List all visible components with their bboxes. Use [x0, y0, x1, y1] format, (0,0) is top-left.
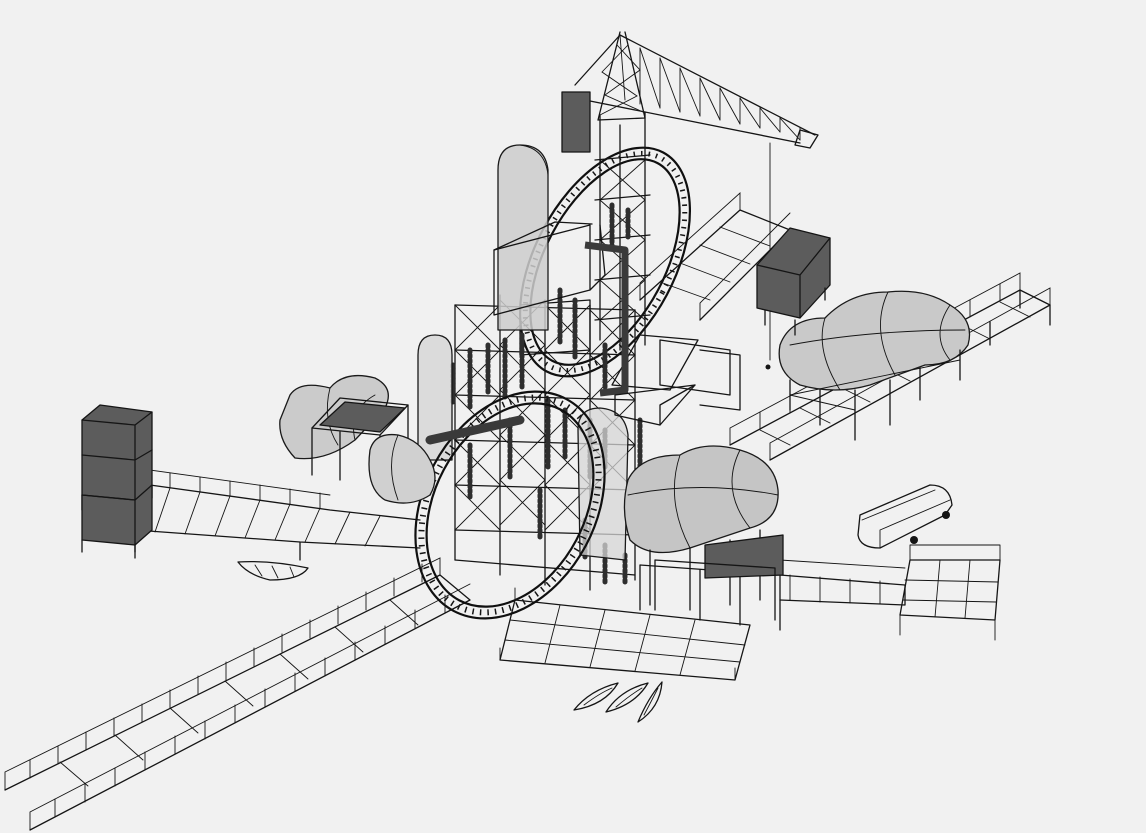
boardwalk-east — [779, 544, 1001, 641]
boardwalk-sw — [4, 557, 471, 831]
helical-ramp-lower — [414, 390, 606, 620]
pipe — [584, 241, 629, 397]
tower-crane — [574, 31, 819, 370]
dark-cabin-crane — [561, 91, 591, 153]
floating-pod — [857, 484, 953, 549]
translucent-capsules — [417, 144, 629, 561]
canoes — [573, 681, 663, 723]
pneumatic-pillow-roof-center — [623, 445, 784, 621]
planter-tray — [614, 384, 696, 426]
ne-deck — [639, 191, 791, 411]
white-box-volume — [493, 221, 606, 316]
dark-cabin-west-stack — [81, 404, 153, 559]
pneumatic-pillow-roof-east — [778, 290, 971, 441]
pneumatic-pillow-pod-west — [279, 374, 436, 504]
dark-cabin-north — [756, 227, 831, 336]
rowboat — [237, 560, 309, 581]
